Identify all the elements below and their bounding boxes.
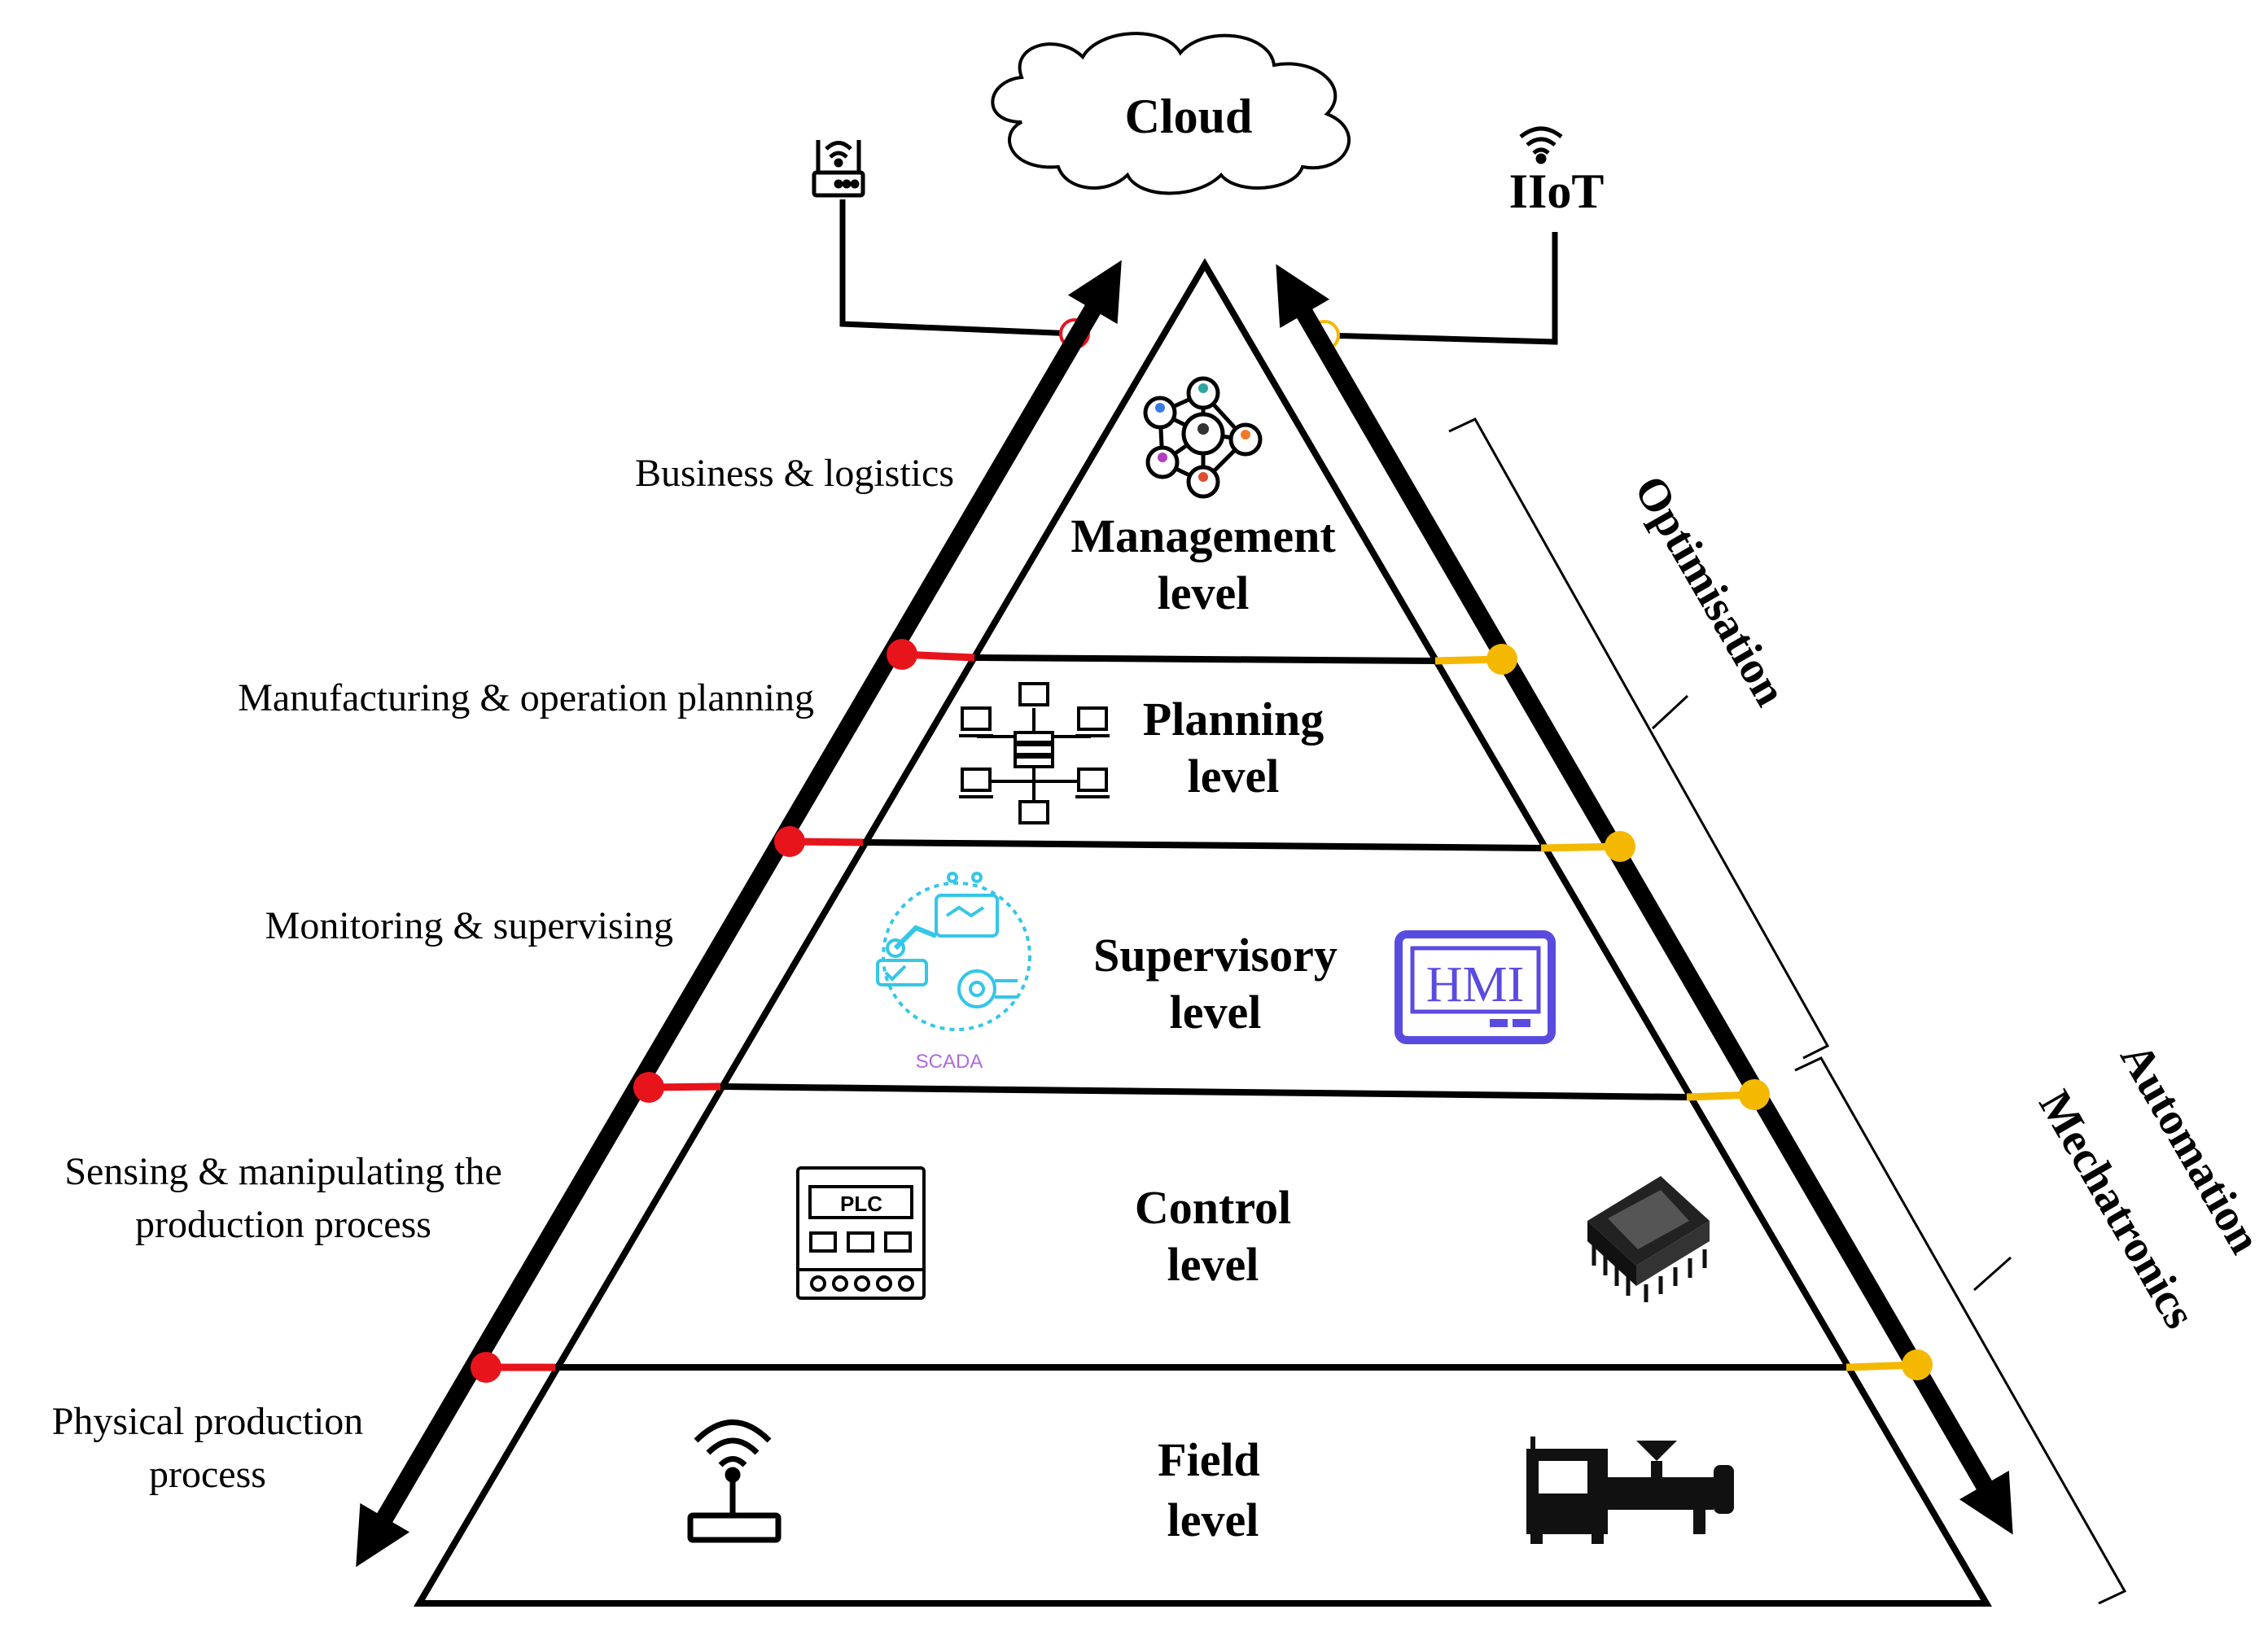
level-management-line1: Management	[1071, 509, 1336, 562]
left-double-arrow	[356, 260, 1122, 1568]
scada-caption: SCADA	[916, 1051, 983, 1073]
level-management-line2: level	[1158, 566, 1250, 619]
microchip-icon	[1587, 1176, 1710, 1302]
divider-management-planning	[974, 654, 1436, 664]
hmi-caption: HMI	[1426, 957, 1525, 1012]
level-control-line2: level	[1167, 1238, 1259, 1291]
right-double-arrow	[1276, 264, 2013, 1535]
left-label-physical-line1: Physical production	[52, 1400, 364, 1443]
left-connectors	[471, 639, 975, 1383]
level-supervisory-line2: level	[1170, 986, 1262, 1039]
hmi-screen-icon	[1395, 930, 1556, 1044]
injection-machine-icon	[1526, 1437, 1734, 1544]
right-connectors	[1434, 644, 1933, 1380]
left-label-physical-line2: process	[149, 1453, 266, 1496]
left-label-manufacturing: Manufacturing & operation planning	[238, 676, 814, 719]
level-planning-line2: level	[1188, 750, 1280, 803]
cloud-label: Cloud	[1125, 90, 1253, 143]
iiot-label: IIoT	[1509, 164, 1605, 218]
scada-icon	[876, 872, 1031, 1031]
optimisation-bracket-tick	[1651, 694, 1689, 730]
wireless-sensor-icon	[687, 1419, 782, 1543]
automation-bracket-tick	[1973, 1256, 2012, 1292]
left-label-sensing-line2: production process	[135, 1203, 431, 1246]
level-field-line1: Field	[1158, 1433, 1260, 1486]
iiot-connector-line	[1324, 232, 1558, 345]
router-icon	[812, 140, 865, 198]
wifi-icon	[1519, 126, 1563, 164]
plc-device-icon	[796, 1166, 926, 1300]
left-label-sensing-line1: Sensing & manipulating the	[64, 1150, 501, 1193]
level-planning-line1: Planning	[1143, 693, 1324, 746]
level-supervisory-line1: Supervisory	[1093, 929, 1338, 982]
level-field-line2: level	[1167, 1493, 1259, 1546]
automation-bracket	[1794, 1056, 2127, 1605]
optimisation-label: Optimisation	[1624, 467, 1796, 714]
level-control-line1: Control	[1135, 1181, 1291, 1234]
cloud-shape	[991, 32, 1351, 195]
divider-planning-supervisory	[862, 839, 1542, 851]
router-connector-line	[839, 199, 1075, 337]
left-label-business: Business & logistics	[635, 452, 954, 495]
optimisation-bracket	[1448, 418, 1830, 1060]
left-label-monitoring: Monitoring & supervising	[265, 904, 673, 947]
server-network-icon	[959, 682, 1110, 824]
plc-caption: PLC	[840, 1192, 882, 1216]
divider-supervisory-control	[720, 1083, 1688, 1100]
people-network-icon	[1143, 376, 1263, 499]
